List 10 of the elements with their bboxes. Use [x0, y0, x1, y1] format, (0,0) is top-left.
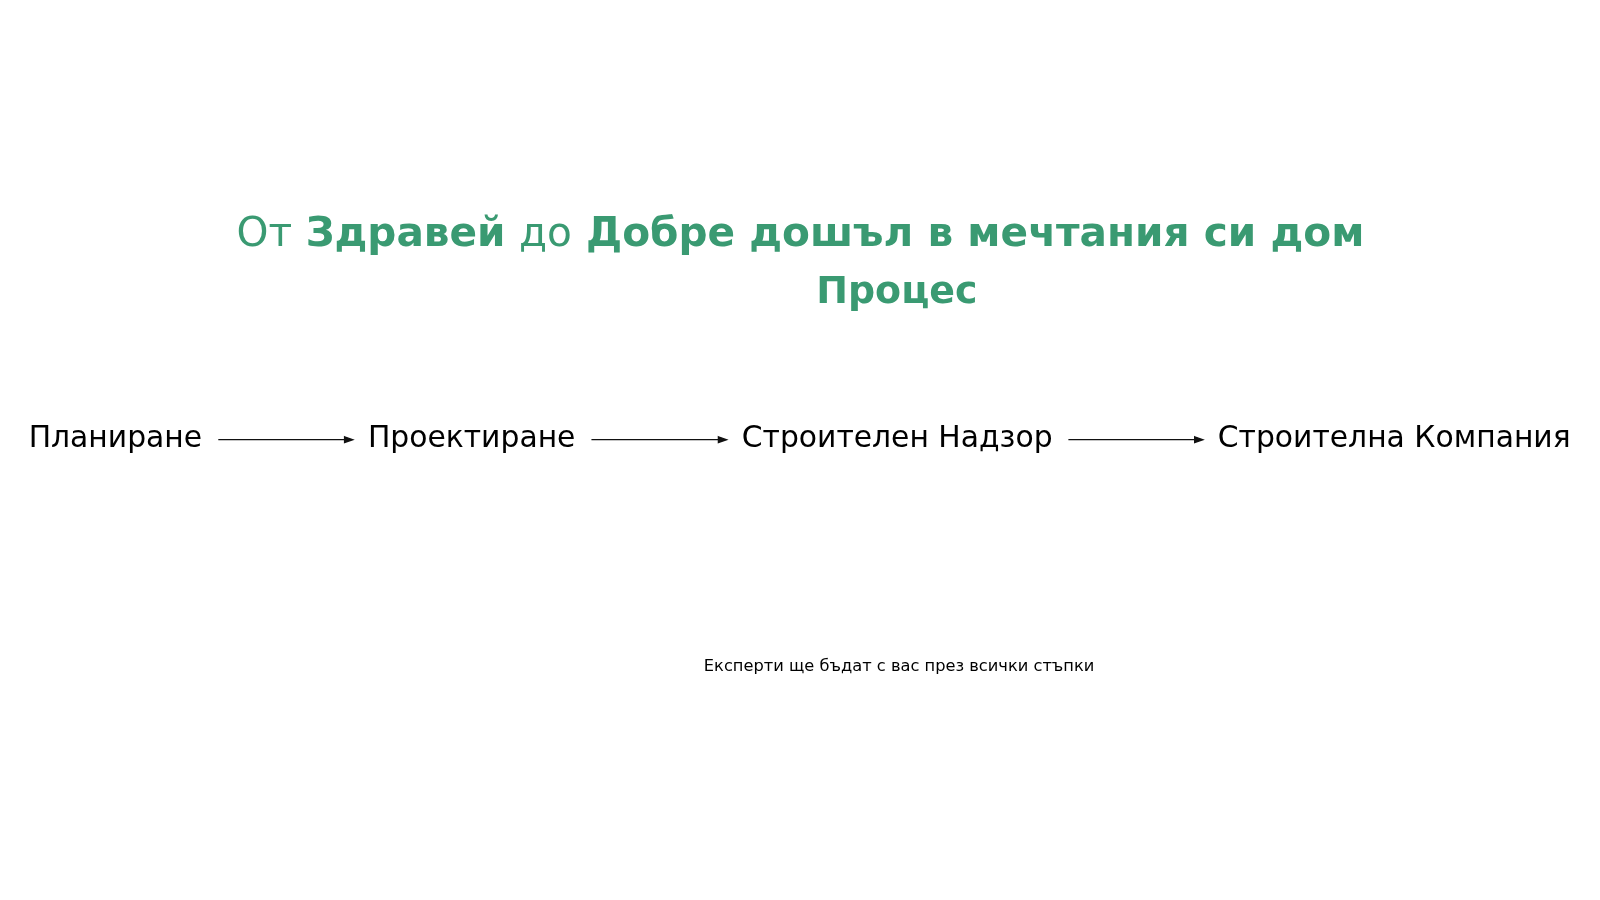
node-text: Строителен Надзор: [741, 418, 1053, 454]
node-text: Проектиране: [367, 418, 576, 454]
node-text: Строителна Компания: [1217, 418, 1571, 454]
label: Експерти ще бъдат с вас през всички стъпки: [703, 655, 1095, 675]
arrow: [1067, 435, 1205, 443]
arrow: [217, 435, 355, 443]
arrow: [590, 435, 729, 443]
diagram-title: От Здравей до Добре дошъл в мечтания си дом: [236, 207, 1365, 256]
label: Процес: [816, 267, 978, 312]
node-text: Планиране: [28, 418, 203, 454]
